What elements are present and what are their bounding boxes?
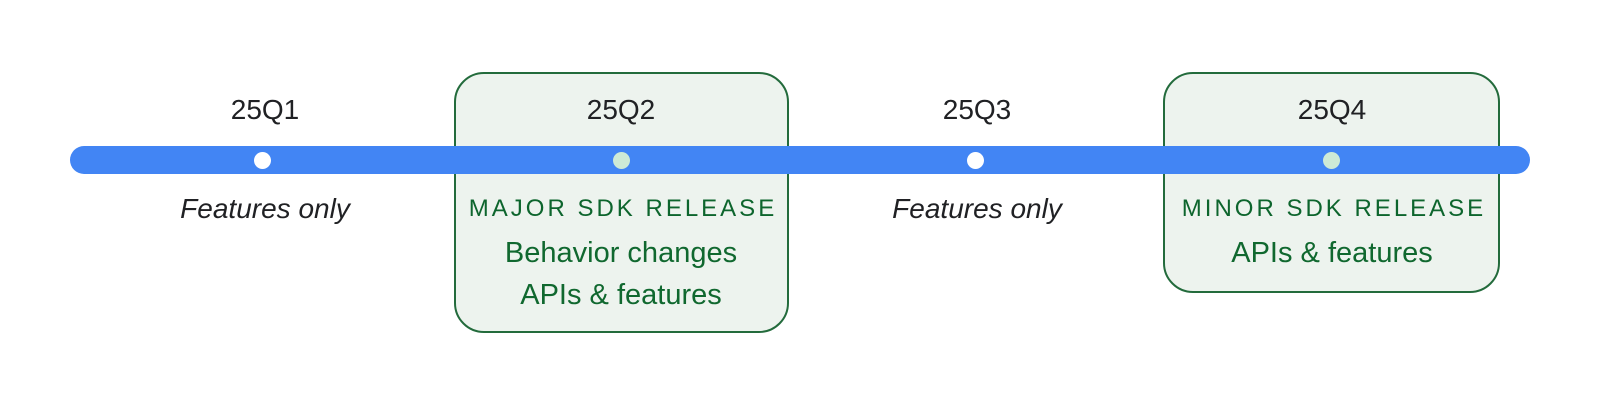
timeline-bar: [70, 146, 1530, 174]
quarter-note-25q3: Features only: [892, 193, 1062, 224]
quarter-note-25q1: Features only: [180, 193, 350, 224]
release-items-25q4: APIs & features: [1231, 232, 1433, 274]
milestone-marker-25q3: [967, 152, 984, 169]
release-box-25q2: [454, 72, 789, 333]
quarter-label-25q4: 25Q4: [1297, 94, 1367, 125]
release-items-25q2: Behavior changes APIs & features: [505, 232, 737, 316]
milestone-marker-25q1: [254, 152, 271, 169]
milestone-marker-25q4: [1323, 152, 1340, 169]
milestone-marker-25q2: [613, 152, 630, 169]
release-title-25q4: MINOR SDK RELEASE: [1181, 195, 1487, 222]
quarter-label-25q3: 25Q3: [942, 94, 1012, 125]
quarter-label-25q1: 25Q1: [230, 94, 300, 125]
release-item: APIs & features: [1231, 237, 1433, 269]
release-title-25q2: MAJOR SDK RELEASE: [468, 195, 778, 222]
release-box-25q4: [1163, 72, 1500, 293]
release-item: Behavior changes: [504, 237, 738, 269]
quarter-label-25q2: 25Q2: [586, 94, 656, 125]
release-item: APIs & features: [520, 279, 722, 311]
